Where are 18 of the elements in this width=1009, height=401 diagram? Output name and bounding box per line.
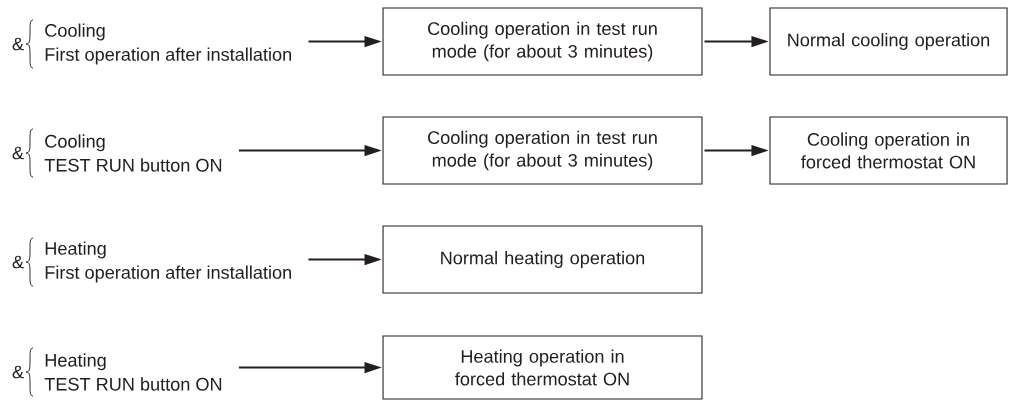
condition-text: Cooling [45, 134, 105, 152]
ampersand: & [12, 37, 24, 51]
process-box: Heating operation in forced thermostat ON [382, 335, 703, 400]
process-box: Cooling operation in forced thermostat ON [769, 116, 1008, 185]
condition-text: Cooling [45, 23, 105, 41]
condition-text: First operation after installation [45, 47, 291, 65]
condition-text: Heating [45, 353, 106, 371]
process-box: Cooling operation in test run mode (for about 3 minutes) [382, 116, 703, 185]
process-box: Normal heating operation [382, 225, 703, 294]
process-box: Cooling operation in test run mode (for about 3 minutes) [382, 7, 703, 76]
condition-text: TEST RUN button ON [44, 377, 222, 391]
condition-text: First operation after installation [45, 265, 291, 283]
ampersand: & [12, 365, 24, 379]
ampersand: & [12, 255, 24, 269]
condition-text: Heating [45, 241, 106, 259]
ampersand: & [12, 146, 24, 160]
process-box: Normal cooling operation [769, 7, 1008, 76]
condition-text: TEST RUN button ON [44, 158, 222, 172]
